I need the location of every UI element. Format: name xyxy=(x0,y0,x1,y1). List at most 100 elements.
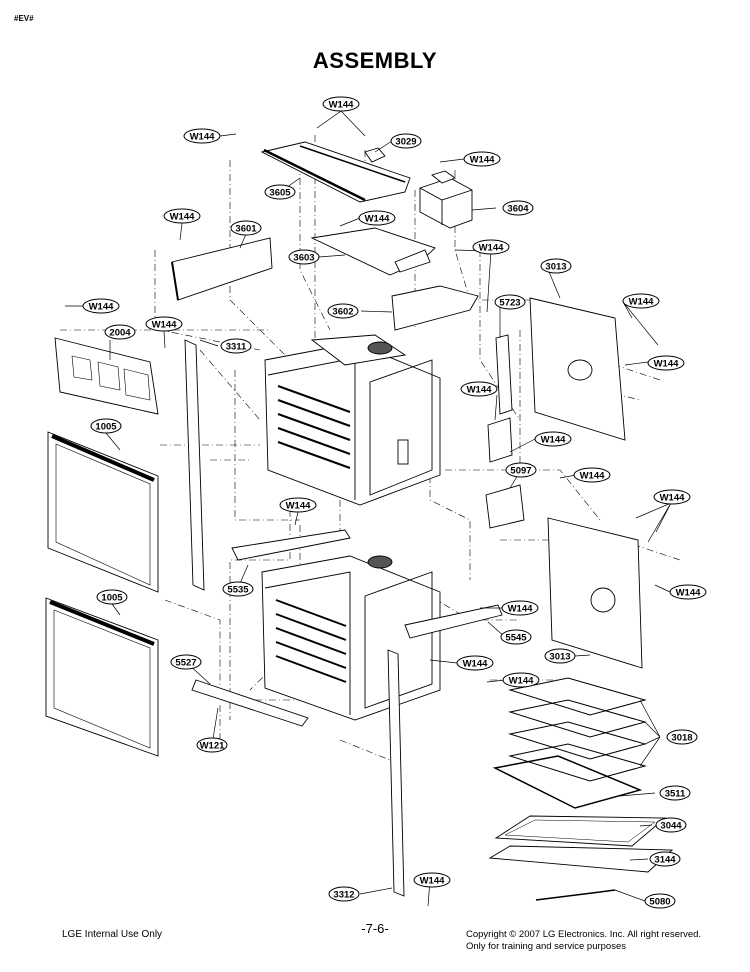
svg-text:W144: W144 xyxy=(152,320,178,331)
callout[interactable]: W144 xyxy=(413,872,451,888)
page-title: ASSEMBLY xyxy=(312,48,438,73)
callout[interactable]: 3311 xyxy=(220,338,252,354)
svg-text:W144: W144 xyxy=(508,604,534,615)
callout[interactable]: 3044 xyxy=(655,817,687,833)
callout[interactable]: W144 xyxy=(163,208,201,224)
callout[interactable]: 5535 xyxy=(222,581,254,597)
svg-text:3044: 3044 xyxy=(660,821,682,832)
part-probe xyxy=(535,889,616,901)
svg-text:W144: W144 xyxy=(660,493,686,504)
svg-text:5535: 5535 xyxy=(227,585,249,596)
callout[interactable]: W144 xyxy=(322,96,360,112)
part-rear-panel-lower xyxy=(547,517,643,669)
callout[interactable]: 3144 xyxy=(649,851,681,867)
callout[interactable]: W144 xyxy=(358,210,396,226)
callout[interactable]: 5723 xyxy=(494,294,526,310)
callout[interactable]: W144 xyxy=(145,316,183,332)
callout[interactable]: W144 xyxy=(279,497,317,513)
callout[interactable]: 3605 xyxy=(264,184,296,200)
svg-text:W144: W144 xyxy=(479,243,505,254)
corner-tag: #EV# xyxy=(14,14,34,23)
callout[interactable]: 3013 xyxy=(544,648,576,664)
callout[interactable]: W121 xyxy=(196,737,228,753)
callout[interactable]: 3029 xyxy=(390,133,422,149)
callout[interactable]: W144 xyxy=(501,600,539,616)
callout[interactable]: 5097 xyxy=(505,462,537,478)
callout[interactable]: W144 xyxy=(82,298,120,314)
callout[interactable]: 3013 xyxy=(540,258,572,274)
svg-text:5080: 5080 xyxy=(649,897,670,908)
callout[interactable]: W144 xyxy=(460,381,498,397)
svg-text:W144: W144 xyxy=(329,100,355,111)
leader-lines xyxy=(65,110,672,907)
part-rear-panel-upper xyxy=(529,297,626,441)
callout[interactable]: W144 xyxy=(647,355,685,371)
part-racks xyxy=(508,677,647,782)
part-roller-rack xyxy=(492,755,643,809)
svg-text:W144: W144 xyxy=(541,435,567,446)
part-bracket-5097 xyxy=(485,484,525,529)
callout[interactable]: W144 xyxy=(502,672,540,688)
callout[interactable]: W144 xyxy=(573,467,611,483)
svg-text:2004: 2004 xyxy=(109,328,131,339)
svg-text:3605: 3605 xyxy=(269,188,291,199)
callout[interactable]: 5527 xyxy=(170,654,202,670)
callout[interactable]: 1005 xyxy=(90,418,122,434)
svg-text:3601: 3601 xyxy=(235,224,257,235)
svg-text:3144: 3144 xyxy=(654,855,676,866)
part-broiler-pan xyxy=(488,845,674,873)
callout[interactable]: W144 xyxy=(669,584,707,600)
training-note: Only for training and service purposes xyxy=(466,941,626,952)
callout[interactable]: 3511 xyxy=(659,785,691,801)
part-lower-duct xyxy=(391,285,479,331)
callout[interactable]: 3018 xyxy=(666,729,698,745)
svg-text:3312: 3312 xyxy=(333,890,354,901)
callout[interactable]: 1005 xyxy=(96,589,128,605)
part-box xyxy=(419,177,473,229)
callout[interactable]: 3603 xyxy=(288,249,320,265)
part-rail-5723 xyxy=(495,334,513,415)
callout[interactable]: W144 xyxy=(463,151,501,167)
part-rail-5527 xyxy=(191,679,309,727)
part-side-trim-left xyxy=(184,339,205,591)
callout[interactable]: W144 xyxy=(472,239,510,255)
callout[interactable]: 3602 xyxy=(327,303,359,319)
svg-text:W144: W144 xyxy=(509,676,535,687)
callout[interactable]: 3312 xyxy=(328,886,360,902)
part-duct xyxy=(310,227,436,276)
copyright-block: Copyright © 2007 LG Electronics. Inc. Al… xyxy=(466,929,701,953)
internal-use-note: LGE Internal Use Only xyxy=(62,929,163,940)
svg-text:1005: 1005 xyxy=(95,422,117,433)
svg-text:W144: W144 xyxy=(676,588,702,599)
callout[interactable]: W144 xyxy=(653,489,691,505)
part-side-trim-right xyxy=(387,649,405,897)
callout[interactable]: W144 xyxy=(183,128,221,144)
callout[interactable]: 5080 xyxy=(644,893,676,909)
svg-text:5097: 5097 xyxy=(510,466,531,477)
part-bracket xyxy=(364,147,386,163)
svg-text:W144: W144 xyxy=(463,659,489,670)
parts xyxy=(45,141,674,901)
callout[interactable]: W144 xyxy=(622,293,660,309)
svg-text:W144: W144 xyxy=(170,212,196,223)
part-top-panel xyxy=(260,141,411,203)
callout[interactable]: 5545 xyxy=(500,629,532,645)
part-control-panel xyxy=(54,337,159,415)
svg-text:W144: W144 xyxy=(190,132,216,143)
svg-text:W144: W144 xyxy=(470,155,496,166)
svg-text:1005: 1005 xyxy=(101,593,123,604)
svg-text:3013: 3013 xyxy=(545,262,566,273)
callout[interactable]: W144 xyxy=(534,431,572,447)
svg-text:3013: 3013 xyxy=(549,652,570,663)
svg-text:W144: W144 xyxy=(580,471,606,482)
callout[interactable]: W144 xyxy=(456,655,494,671)
callout[interactable]: 3604 xyxy=(502,200,534,216)
callout[interactable]: 2004 xyxy=(104,324,136,340)
svg-text:3603: 3603 xyxy=(293,253,314,264)
svg-text:W144: W144 xyxy=(365,214,391,225)
svg-text:W144: W144 xyxy=(467,385,493,396)
svg-text:5723: 5723 xyxy=(499,298,520,309)
svg-text:W121: W121 xyxy=(200,741,226,752)
svg-text:3029: 3029 xyxy=(395,137,416,148)
callout[interactable]: 3601 xyxy=(230,220,262,236)
